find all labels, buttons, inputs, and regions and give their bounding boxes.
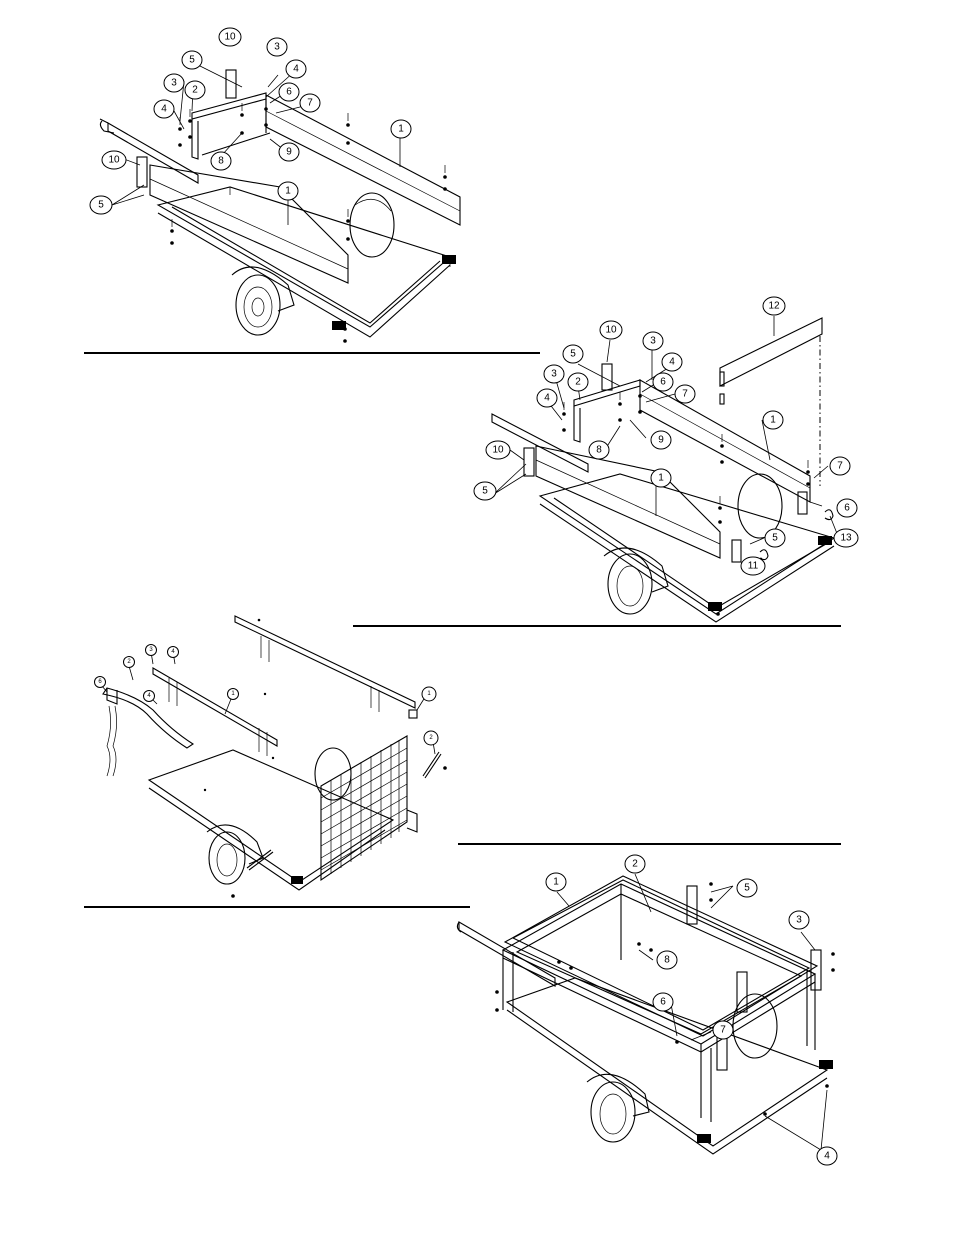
callout-7: 7 [837, 461, 843, 472]
callout-3: 3 [274, 42, 280, 53]
callout-9: 9 [286, 147, 292, 158]
callout-10: 10 [108, 155, 120, 166]
callout-4: 4 [293, 64, 299, 75]
callout-4: 4 [171, 649, 175, 655]
callout-7: 7 [307, 98, 313, 109]
callout-5: 5 [482, 486, 488, 497]
callout-3: 3 [149, 647, 153, 653]
callout-2: 2 [192, 85, 198, 96]
callout-5: 5 [772, 533, 778, 544]
callout-6: 6 [660, 997, 666, 1008]
divider-rule [458, 843, 841, 845]
callout-4: 4 [147, 693, 151, 699]
callout-1: 1 [427, 691, 431, 697]
callout-7: 7 [720, 1025, 726, 1036]
callout-1: 1 [658, 473, 664, 484]
callout-4: 4 [669, 357, 675, 368]
divider-rule [84, 352, 540, 354]
callout-5: 5 [744, 883, 750, 894]
callout-3: 3 [551, 369, 557, 380]
callout-4: 4 [544, 393, 550, 404]
callout-2: 2 [632, 859, 638, 870]
callout-6: 6 [660, 377, 666, 388]
callout-5: 5 [98, 200, 104, 211]
callout-6: 6 [844, 503, 850, 514]
callout-6: 6 [286, 87, 292, 98]
callout-13: 13 [840, 533, 852, 544]
callout-3: 3 [650, 336, 656, 347]
callout-1: 1 [770, 415, 776, 426]
callout-7: 7 [682, 389, 688, 400]
callout-8: 8 [664, 955, 670, 966]
callout-9: 9 [658, 435, 664, 446]
diagram-ramp-gate: 6 2 3 4 1 4 1 2 [85, 610, 455, 905]
callout-10: 10 [224, 32, 236, 43]
diagram-side-panels: 10 3 5 4 3 6 7 2 4 1 8 9 10 5 1 [80, 25, 550, 350]
callout-5: 5 [189, 55, 195, 66]
callout-6: 6 [98, 679, 102, 685]
callout-1: 1 [553, 877, 559, 888]
callout-1: 1 [231, 691, 235, 697]
callout-10: 10 [605, 325, 617, 336]
callout-1: 1 [398, 124, 404, 135]
callout-8: 8 [218, 156, 224, 167]
diagram-rack-rails: 1 2 5 3 8 6 7 4 [455, 850, 850, 1170]
callout-1: 1 [285, 186, 291, 197]
diagram-side-panels-tailgate: 12 10 3 5 4 3 6 2 7 4 1 9 8 10 7 1 6 5 5… [470, 296, 865, 626]
callout-3: 3 [796, 915, 802, 926]
callout-11: 11 [748, 561, 759, 572]
divider-rule [353, 625, 841, 627]
callout-4: 4 [824, 1151, 830, 1162]
callout-10: 10 [492, 445, 504, 456]
callout-2: 2 [575, 377, 581, 388]
callout-5: 5 [570, 349, 576, 360]
callout-12: 12 [768, 301, 780, 312]
divider-rule [84, 906, 470, 908]
callout-2: 2 [127, 659, 131, 665]
callout-8: 8 [596, 445, 602, 456]
callout-2: 2 [429, 735, 433, 741]
callout-3: 3 [171, 78, 177, 89]
callout-4: 4 [161, 104, 167, 115]
